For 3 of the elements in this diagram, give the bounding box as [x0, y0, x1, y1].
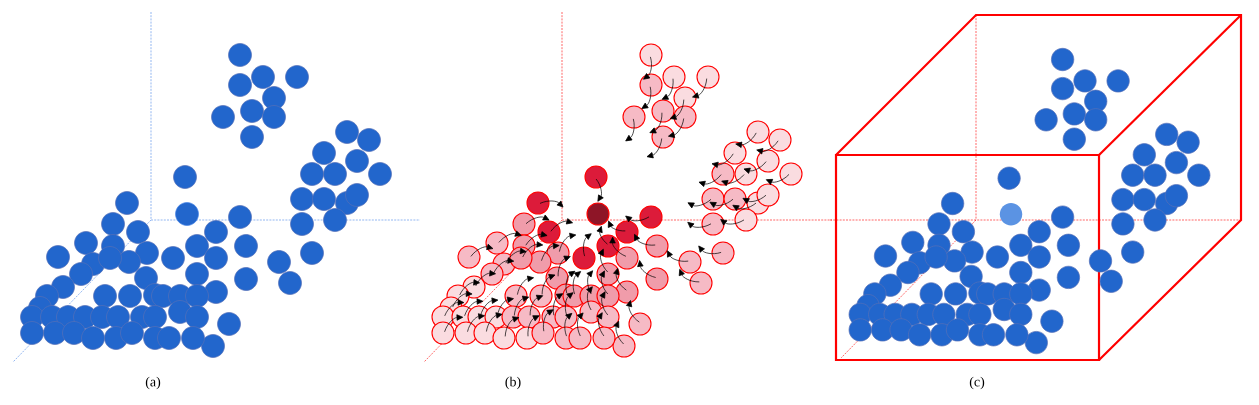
panel-label: (a)	[145, 376, 161, 390]
panel-label: (b)	[505, 376, 521, 390]
panel-label: (c)	[969, 376, 985, 390]
